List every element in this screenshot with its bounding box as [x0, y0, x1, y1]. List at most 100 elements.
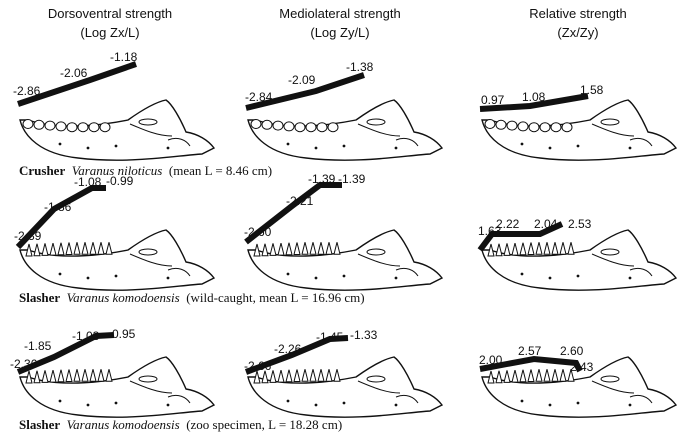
- foramen-dot: [286, 272, 290, 276]
- tooth-serrated: [73, 369, 81, 382]
- tooth-serrated: [325, 369, 333, 382]
- caption-species: Varanus komodoensis: [66, 290, 180, 305]
- tooth-serrated: [333, 242, 341, 255]
- tooth-serrated: [503, 370, 511, 383]
- foramen-dot: [58, 399, 62, 403]
- mandible-outline: [481, 356, 678, 418]
- jaw-panel: -2.36-1.85-1.03-0.95: [10, 327, 216, 418]
- tooth-serrated: [333, 369, 341, 382]
- tooth-rounded: [528, 122, 540, 133]
- foramen-dot: [394, 403, 398, 407]
- mandible-suture: [129, 253, 173, 267]
- tooth-serrated: [317, 242, 325, 255]
- column-header-mediolateral: Mediolateral strength (Log Zy/L): [240, 4, 440, 42]
- strength-value-label: -2.09: [288, 73, 316, 87]
- tooth-serrated: [535, 242, 543, 255]
- tooth-serrated: [285, 369, 293, 383]
- mandible-suture: [395, 267, 419, 277]
- tooth-rounded: [283, 121, 295, 132]
- mandibular-fenestra: [366, 375, 386, 383]
- strength-value-label: 2.00: [479, 353, 503, 367]
- strength-value-label: -1.39: [308, 172, 336, 186]
- foramen-dot: [394, 276, 398, 280]
- tooth-serrated: [33, 370, 41, 384]
- caption-species: Varanus niloticus: [71, 163, 163, 178]
- strength-value-label: -2.60: [244, 225, 272, 239]
- foramen-dot: [520, 272, 524, 276]
- tooth-serrated: [519, 242, 527, 256]
- strength-value-label: 2.57: [518, 344, 542, 358]
- strength-value-label: -1.08: [74, 175, 102, 189]
- foramen-dot: [314, 276, 318, 280]
- strength-value-label: 1.58: [580, 83, 604, 97]
- row-caption-slasher-wild: Slasher Varanus komodoensis (wild-caught…: [19, 290, 365, 306]
- tooth-serrated: [41, 370, 49, 383]
- strength-value-label: -0.99: [106, 174, 134, 188]
- foramen-dot: [342, 274, 346, 278]
- mandibular-fenestra: [138, 248, 158, 256]
- caption-note: (mean L = 8.46 cm): [168, 163, 273, 178]
- tooth-serrated: [511, 369, 519, 383]
- foramen-dot: [86, 146, 90, 150]
- tooth-serrated: [253, 370, 261, 384]
- tooth-rounded: [250, 119, 262, 129]
- foramen-dot: [394, 146, 398, 150]
- tooth-serrated: [97, 242, 105, 255]
- jaw-panel: -2.66-2.26-1.45-1.33: [244, 328, 444, 418]
- strength-value-label: -1.45: [316, 330, 344, 344]
- strength-bar: [15, 185, 106, 250]
- strength-value-label: 2.60: [560, 344, 584, 358]
- tooth-serrated: [559, 369, 567, 382]
- column-header-relative: Relative strength (Zx/Zy): [478, 4, 678, 42]
- tooth-serrated: [309, 369, 317, 382]
- foramen-dot: [520, 142, 524, 146]
- mandible-suture: [129, 380, 173, 394]
- strength-value-label: -1.39: [338, 172, 366, 186]
- mandible-suture: [629, 137, 653, 147]
- tooth-rounded: [294, 122, 306, 133]
- tooth-serrated: [543, 242, 551, 255]
- foramen-dot: [576, 144, 580, 148]
- tooth-serrated: [25, 243, 33, 257]
- mandible-outline: [481, 99, 678, 161]
- strength-value-label: 2.04: [534, 217, 558, 231]
- tooth-rounded: [517, 121, 529, 132]
- row-caption-slasher-zoo: Slasher Varanus komodoensis (zoo specime…: [19, 417, 342, 433]
- tooth-rounded: [44, 120, 56, 131]
- mandible-suture: [357, 380, 401, 394]
- foramen-dot: [166, 146, 170, 150]
- strength-bar: [244, 335, 349, 375]
- mandible-suture: [167, 394, 191, 404]
- tooth-serrated: [527, 369, 535, 382]
- jaw-panel: -2.60-2.21-1.39-1.39: [244, 172, 444, 291]
- foramen-dot: [628, 276, 632, 280]
- tooth-serrated: [309, 242, 317, 255]
- tooth-serrated: [495, 370, 503, 384]
- foramen-dot: [342, 401, 346, 405]
- foramen-dot: [86, 276, 90, 280]
- strength-value-label: 0.97: [481, 93, 505, 107]
- foramen-dot: [576, 401, 580, 405]
- tooth-serrated: [527, 242, 535, 255]
- foramen-dot: [166, 276, 170, 280]
- column-subtitle: (Log Zy/L): [310, 25, 370, 40]
- tooth-rounded: [66, 122, 78, 133]
- strength-bar: [245, 72, 365, 111]
- tooth-rounded: [88, 122, 100, 133]
- tooth-rounded: [561, 122, 573, 133]
- tooth-serrated: [73, 242, 81, 255]
- tooth-serrated: [253, 243, 261, 257]
- jaw-panel: -2.86-2.06-1.18: [13, 50, 216, 161]
- foramen-dot: [520, 399, 524, 403]
- tooth-serrated: [105, 369, 113, 382]
- strength-value-label: -2.39: [14, 229, 42, 243]
- column-header-dorsoventral: Dorsoventral strength (Log Zx/L): [10, 4, 210, 42]
- foramen-dot: [548, 403, 552, 407]
- strength-value-label: -2.86: [13, 84, 41, 98]
- tooth-rounded: [305, 122, 317, 133]
- tooth-serrated: [105, 242, 113, 255]
- tooth-rounded: [316, 122, 328, 133]
